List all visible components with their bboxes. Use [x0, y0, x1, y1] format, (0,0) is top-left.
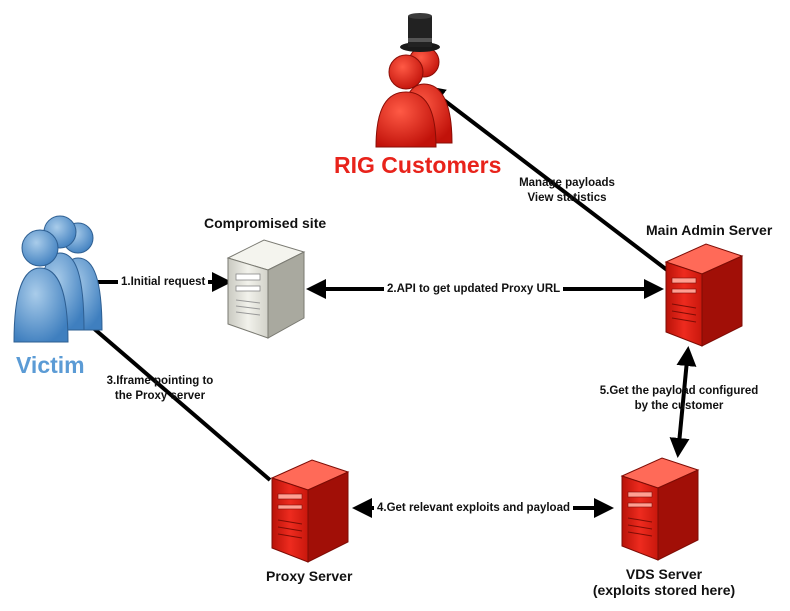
- vds-server-sublabel: (exploits stored here): [592, 582, 736, 598]
- server-red-icon-main-admin: [664, 243, 744, 347]
- edge-iframe-line2: the Proxy server: [114, 390, 206, 402]
- proxy-server-label: Proxy Server: [266, 568, 353, 584]
- edge-manage-arrow: [424, 85, 694, 291]
- rig-customers-label: RIG Customers: [334, 152, 502, 178]
- edge-exploits-label: 4.Get relevant exploits and payload: [374, 501, 574, 516]
- edges: [52, 85, 697, 518]
- edge-manage-line1: Manage payloads: [519, 177, 615, 189]
- edge-payload-line2: by the customer: [634, 400, 724, 412]
- vds-server-label-group: VDS Server (exploits stored here): [584, 566, 744, 598]
- user-group-icon: [13, 215, 103, 343]
- edge-initial-request-label: 1.Initial request: [118, 275, 209, 290]
- edge-manage-label: Manage payloads View statistics: [504, 176, 630, 206]
- server-red-icon-vds: [620, 457, 700, 561]
- compromised-site-label: Compromised site: [204, 215, 327, 231]
- victim-label: Victim: [16, 352, 85, 378]
- edge-payload-label: 5.Get the payload configured by the cust…: [586, 384, 772, 414]
- edge-payload-arrow: [669, 346, 697, 458]
- user-hat-icon: [375, 13, 453, 148]
- edge-iframe-line1: 3.Iframe pointing to: [106, 375, 214, 387]
- server-gray-icon: [226, 239, 306, 339]
- edge-manage-line2: View statistics: [527, 192, 607, 204]
- edge-payload-line1: 5.Get the payload configured: [599, 385, 759, 397]
- server-red-icon-proxy: [270, 459, 350, 563]
- edge-api-label: 2.API to get updated Proxy URL: [384, 282, 564, 297]
- edge-iframe-label: 3.Iframe pointing to the Proxy server: [92, 374, 228, 404]
- vds-server-label: VDS Server: [625, 566, 703, 582]
- main-admin-server-label: Main Admin Server: [646, 222, 773, 238]
